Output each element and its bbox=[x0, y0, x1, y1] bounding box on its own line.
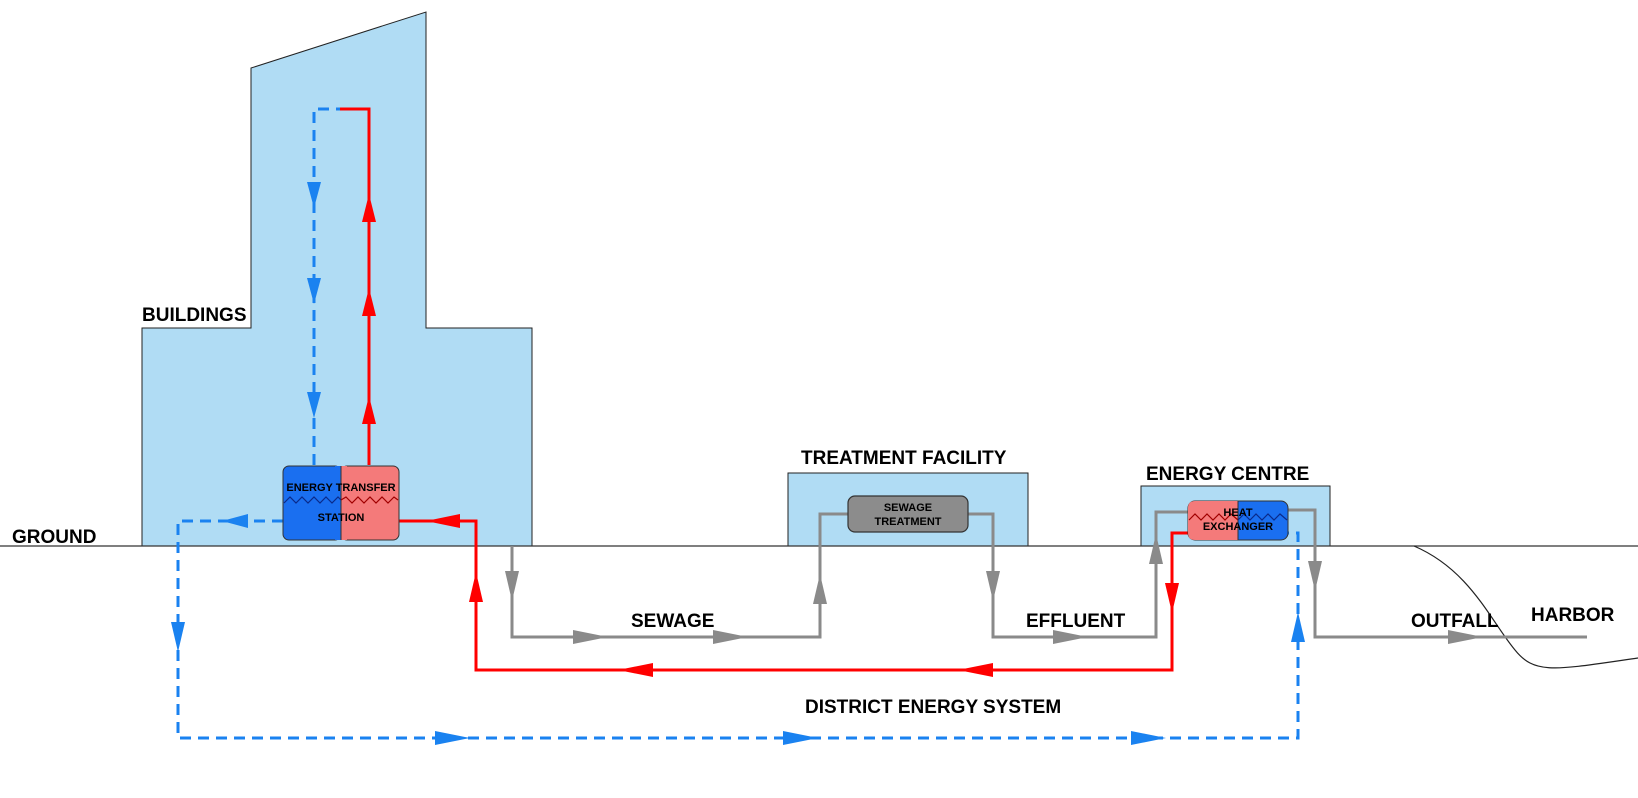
label-effluent: EFFLUENT bbox=[1026, 611, 1126, 632]
arrow-outfall-right bbox=[1448, 630, 1483, 644]
label-district-energy-system: DISTRICT ENERGY SYSTEM bbox=[805, 697, 1061, 718]
arrow-outfall-down bbox=[1308, 561, 1322, 591]
arrow-hot-up-2 bbox=[362, 288, 376, 316]
arrow-effluent-down bbox=[986, 571, 1000, 601]
sewage-treatment-line2: TREATMENT bbox=[874, 516, 941, 528]
arrow-effluent-right bbox=[1053, 630, 1088, 644]
arrow-cold-right-3 bbox=[1131, 731, 1166, 745]
arrow-cold-right-1 bbox=[435, 731, 470, 745]
ets-coil-red bbox=[340, 496, 399, 504]
arrow-hot-left bbox=[426, 514, 460, 528]
district-cold-loop bbox=[176, 519, 1300, 740]
arrow-hot-down bbox=[1165, 583, 1179, 613]
ets-label-line2: STATION bbox=[318, 512, 365, 524]
sewage-line bbox=[510, 512, 848, 639]
arrow-hot-left-2 bbox=[618, 663, 653, 677]
hx-coil-blue bbox=[1237, 513, 1288, 521]
building-hot-riser bbox=[340, 107, 371, 465]
arrow-cold-up bbox=[1291, 612, 1305, 642]
hx-label-line1: HEAT bbox=[1223, 507, 1252, 519]
arrow-hot-left-3 bbox=[958, 663, 993, 677]
arrow-cold-down-1 bbox=[307, 182, 321, 208]
label-treatment-facility: TREATMENT FACILITY bbox=[801, 448, 1007, 469]
arrow-cold-down-4 bbox=[171, 622, 185, 652]
building-cold-riser bbox=[312, 107, 340, 465]
arrow-sewage-right-1 bbox=[573, 630, 608, 644]
label-sewage: SEWAGE bbox=[631, 611, 714, 632]
arrow-hot-up-1 bbox=[362, 194, 376, 222]
ets-coil-blue bbox=[283, 496, 342, 504]
arrow-cold-right-2 bbox=[783, 731, 818, 745]
label-harbor: HARBOR bbox=[1531, 605, 1615, 626]
label-buildings: BUILDINGS bbox=[142, 305, 247, 326]
sewage-treatment-line1: SEWAGE bbox=[884, 502, 932, 514]
hx-label-line2: EXCHANGER bbox=[1203, 521, 1273, 533]
district-hot-loop bbox=[399, 519, 1188, 672]
arrow-hot-up-4 bbox=[469, 572, 483, 602]
arrow-effluent-up bbox=[1149, 534, 1163, 564]
arrow-sewage-up bbox=[813, 574, 827, 604]
label-energy-centre: ENERGY CENTRE bbox=[1146, 464, 1309, 485]
label-outfall: OUTFALL bbox=[1411, 611, 1499, 632]
energy-transfer-station: ENERGY TRANSFER STATION bbox=[282, 465, 400, 541]
hx-coil-red bbox=[1188, 513, 1239, 521]
ets-label-line1: ENERGY TRANSFER bbox=[286, 482, 395, 494]
arrow-hot-up-3 bbox=[362, 396, 376, 424]
harbor-shoreline bbox=[1413, 545, 1638, 669]
arrow-sewage-down bbox=[505, 571, 519, 601]
arrow-cold-down-2 bbox=[307, 278, 321, 304]
heat-exchanger: HEAT EXCHANGER bbox=[1187, 500, 1289, 541]
arrow-cold-left bbox=[222, 514, 248, 528]
arrow-cold-down-3 bbox=[307, 392, 321, 418]
label-ground: GROUND bbox=[12, 527, 96, 548]
arrow-sewage-right-2 bbox=[713, 630, 748, 644]
sewage-treatment-unit: SEWAGE TREATMENT bbox=[847, 495, 969, 533]
